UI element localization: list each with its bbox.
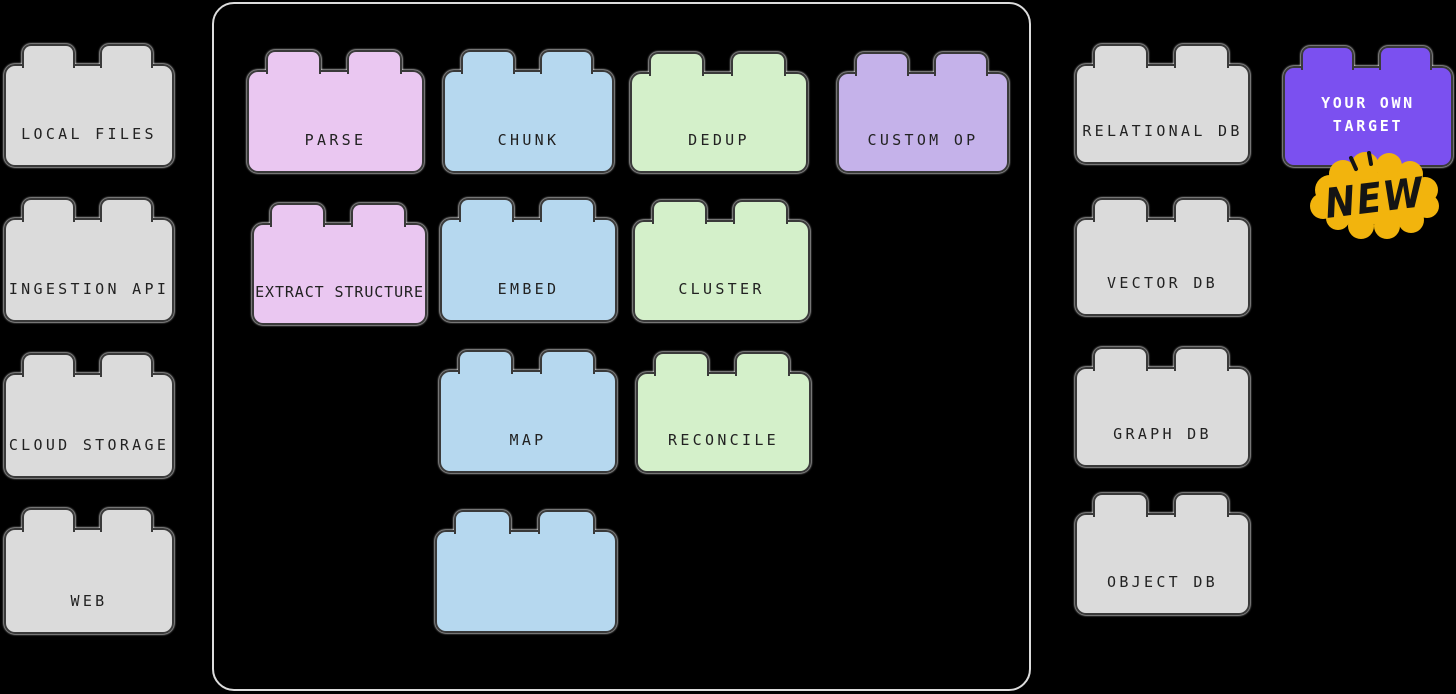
brick-body: [630, 72, 808, 173]
brick-body: [440, 218, 617, 322]
brick-label: PARSE: [304, 131, 367, 149]
brick-stud: [540, 198, 596, 222]
new-badge-cloud: [1310, 151, 1439, 239]
badge-doodle-marks: [1349, 151, 1373, 171]
brick-stud: [539, 50, 594, 74]
brick-body: [439, 370, 617, 473]
brick-stud: [458, 198, 514, 222]
brick-label: DEDUP: [688, 131, 750, 149]
brick-stud: [100, 353, 154, 377]
brick-label-line2: TARGET: [1332, 116, 1404, 135]
brick-chunk: CHUNK: [443, 50, 614, 173]
brick-stud: [648, 52, 705, 76]
brick-stud: [100, 44, 154, 68]
brick-body: [4, 528, 174, 634]
brick-label: CUSTOM OP: [867, 131, 979, 149]
brick-stud: [100, 198, 154, 222]
brick-body: [252, 223, 427, 325]
brick-stud: [347, 50, 403, 74]
brick-body: [4, 218, 174, 322]
brick-stud: [21, 353, 76, 377]
brick-stud: [539, 350, 596, 374]
brick-extract-structure: EXTRACT STRUCTURE: [252, 203, 427, 325]
brick-body: [1075, 513, 1250, 615]
brick-label: CHUNK: [497, 131, 560, 149]
brick-stud: [460, 50, 515, 74]
brick-stud: [265, 50, 321, 74]
brick-label: [435, 530, 617, 633]
brick-cloud-storage: CLOUD STORAGE: [4, 353, 174, 478]
brick-stud: [855, 52, 909, 76]
brick-body: [837, 72, 1009, 173]
brick-parse: PARSE: [247, 50, 424, 173]
brick-label-line1: YOUR OWN: [1321, 93, 1415, 112]
brick-label: MAP: [509, 431, 547, 449]
brick-label: CLOUD STORAGE: [8, 436, 170, 454]
brick-embed: EMBED: [440, 198, 617, 322]
brick-label: GRAPH DB: [1113, 425, 1212, 443]
brick-stud: [1379, 46, 1433, 70]
new-badge: NEW: [1310, 151, 1439, 239]
brick-stud: [1093, 198, 1149, 222]
brick-stud: [454, 510, 511, 534]
brick-stud: [21, 508, 76, 532]
brick-stud: [651, 200, 707, 224]
brick-graph-db: GRAPH DB: [1075, 347, 1250, 467]
brick-stud: [934, 52, 989, 76]
pipeline-frame: [212, 2, 1031, 691]
brick-label: CLUSTER: [678, 280, 765, 298]
brick-stud: [1173, 198, 1229, 222]
brick-label: EXTRACT STRUCTURE: [255, 283, 424, 301]
brick-label: OBJECT DB: [1107, 573, 1218, 591]
brick-stud: [457, 350, 514, 374]
brick-stud: [733, 200, 789, 224]
brick-custom-op: CUSTOM OP: [837, 52, 1009, 173]
brick-map: MAP: [439, 350, 617, 473]
brick-reconcile: RECONCILE: [636, 352, 811, 473]
brick-cluster: CLUSTER: [633, 200, 810, 322]
brick-stud: [1173, 347, 1229, 371]
brick-stud: [730, 52, 787, 76]
brick-stud: [21, 44, 76, 68]
brick-body: [1075, 367, 1250, 467]
brick-stud: [1093, 493, 1149, 517]
brick-stud: [654, 352, 710, 376]
brick-label: LOCAL FILES: [21, 125, 157, 143]
brick-label: INGESTION API: [8, 280, 170, 298]
brick-object-db: OBJECT DB: [1075, 493, 1250, 615]
brick-label: WEB: [70, 592, 108, 610]
brick-stud: [100, 508, 154, 532]
brick-body: [1075, 218, 1250, 316]
brick-stud: [537, 510, 595, 534]
brick-vector-db: VECTOR DB: [1075, 198, 1250, 316]
brick-body: [247, 70, 424, 173]
brick-stud: [1173, 44, 1229, 68]
brick-body: [4, 64, 174, 167]
brick-body: [633, 220, 810, 322]
brick-web: WEB: [4, 508, 174, 634]
brick-stud: [1093, 44, 1149, 68]
brick-stud: [270, 203, 326, 227]
brick-body: [4, 373, 174, 478]
brick-label: YOUR OWN TARGET: [1283, 66, 1453, 167]
brick-label: VECTOR DB: [1107, 274, 1218, 292]
brick-stud: [1173, 493, 1229, 517]
brick-stud: [21, 198, 76, 222]
brick-body: [443, 70, 614, 173]
brick-local-files: LOCAL FILES: [4, 44, 174, 167]
brick-label: RECONCILE: [668, 431, 779, 449]
brick-blank: [435, 510, 617, 633]
brick-stud: [1093, 347, 1149, 371]
brick-body: [1075, 64, 1250, 164]
brick-relational-db: RELATIONAL DB: [1075, 44, 1250, 164]
brick-body: [636, 372, 811, 473]
brick-stud: [350, 203, 406, 227]
brick-stud: [1300, 46, 1355, 70]
brick-stud: [734, 352, 790, 376]
brick-label: RELATIONAL DB: [1082, 122, 1243, 140]
brick-body: [435, 530, 617, 633]
brick-ingestion-api: INGESTION API: [4, 198, 174, 322]
brick-dedup: DEDUP: [630, 52, 808, 173]
brick-label: EMBED: [497, 280, 560, 298]
